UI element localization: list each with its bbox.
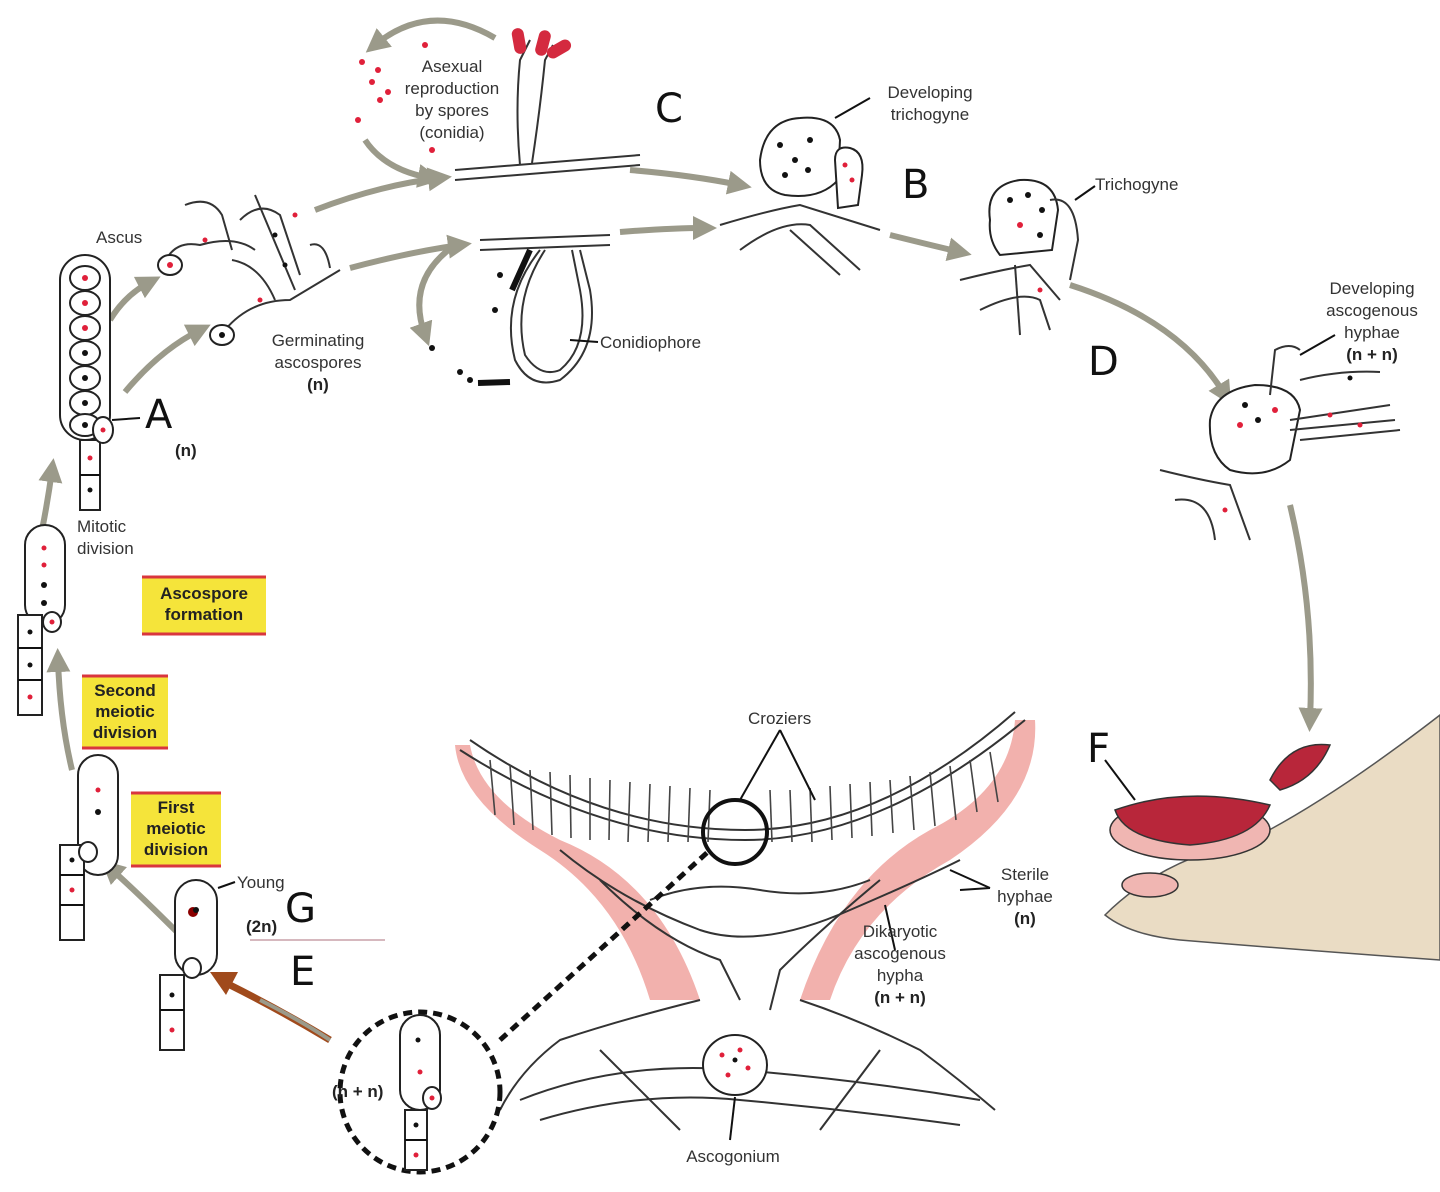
germinating-ascospores-illustration — [157, 194, 341, 346]
label-2n: (2n) — [246, 917, 277, 936]
label-dikaryotic: hypha — [877, 966, 924, 985]
stage-line: formation — [165, 605, 243, 624]
label-asexual: reproduction — [405, 79, 500, 98]
dikaryon-zoom-circle — [337, 848, 712, 1175]
asexual-conidia-illustration — [355, 28, 641, 181]
conidiophore-illustration — [429, 234, 611, 386]
trichogyne-illustration — [959, 178, 1096, 336]
fruiting-body-illustration — [1103, 714, 1440, 961]
labels: Ascus Asexual reproduction by spores (co… — [77, 57, 1418, 1166]
stage-line: First — [158, 798, 195, 817]
label-asexual: Asexual — [422, 57, 482, 76]
label-dikaryotic: (n + n) — [874, 988, 925, 1007]
label-sterile: (n) — [1014, 909, 1036, 928]
second-meiotic-division-box: Second meiotic division — [82, 674, 168, 750]
young-ascus-illustration — [159, 879, 385, 1051]
label-developing-trichogyne: Developing — [887, 83, 972, 102]
stage-line: meiotic — [146, 819, 206, 838]
label-dikaryotic: Dikaryotic — [863, 922, 938, 941]
letter-c: C — [655, 86, 683, 132]
label-n: (n) — [175, 441, 197, 460]
stage-line: Second — [94, 681, 155, 700]
letter-b: B — [902, 162, 929, 208]
developing-ascogenous-hyphae-illustration — [1159, 334, 1401, 541]
label-developing-ascogenous: ascogenous — [1326, 301, 1418, 320]
label-mitotic: division — [77, 539, 134, 558]
apothecium-cross-section — [455, 711, 1036, 1141]
label-asexual: (conidia) — [419, 123, 484, 142]
label-developing-ascogenous: Developing — [1329, 279, 1414, 298]
stage-line: division — [93, 723, 157, 742]
letter-e: E — [290, 949, 315, 995]
letter-f: F — [1087, 726, 1110, 772]
label-sterile: hyphae — [997, 887, 1053, 906]
cycle-arrows — [38, 17, 1323, 1044]
letter-g: G — [285, 886, 316, 932]
stage-line: division — [144, 840, 208, 859]
label-young: Young — [237, 873, 285, 892]
first-meiotic-ascus-illustration — [59, 754, 119, 941]
developing-trichogyne-illustration — [719, 97, 881, 276]
label-n-plus-n: (n + n) — [332, 1082, 383, 1101]
ascospore-formation-box: Ascospore formation — [142, 575, 266, 636]
second-meiotic-ascus-illustration — [17, 524, 66, 716]
stage-line: meiotic — [95, 702, 155, 721]
letter-a: A — [145, 392, 173, 438]
label-developing-ascogenous: hyphae — [1344, 323, 1400, 342]
label-trichogyne: Trichogyne — [1095, 175, 1178, 194]
label-germinating: Germinating — [272, 331, 365, 350]
first-meiotic-division-box: First meiotic division — [131, 791, 221, 868]
label-germinating: (n) — [307, 375, 329, 394]
label-croziers: Croziers — [748, 709, 811, 728]
label-germinating: ascospores — [275, 353, 362, 372]
stage-line: Ascospore — [160, 584, 248, 603]
stage-letters: A B C D E F G — [145, 86, 1119, 995]
label-developing-trichogyne: trichogyne — [891, 105, 969, 124]
label-developing-ascogenous: (n + n) — [1346, 345, 1397, 364]
label-sterile: Sterile — [1001, 865, 1049, 884]
ascus-illustration — [59, 254, 141, 511]
label-conidiophore: Conidiophore — [600, 333, 701, 352]
label-asexual: by spores — [415, 101, 489, 120]
letter-d: D — [1088, 339, 1119, 385]
label-ascogonium: Ascogonium — [686, 1147, 780, 1166]
label-dikaryotic: ascogenous — [854, 944, 946, 963]
label-mitotic: Mitotic — [77, 517, 127, 536]
label-ascus: Ascus — [96, 228, 142, 247]
